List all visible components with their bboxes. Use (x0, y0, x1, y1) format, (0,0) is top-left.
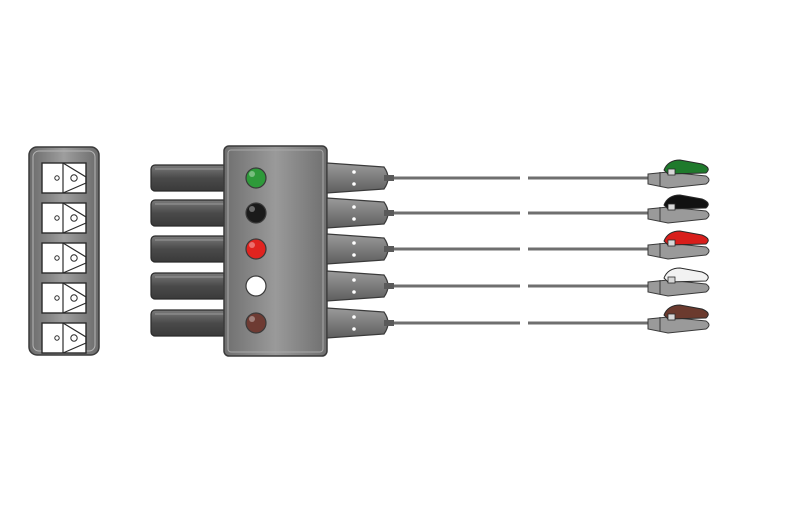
connector-face-pin (41, 322, 87, 354)
strain-relief-boot (326, 233, 394, 265)
color-indicator-red (245, 238, 267, 260)
plug-pin (150, 272, 228, 300)
connector-plug-pins (150, 164, 228, 337)
lead-clip-brown (647, 304, 710, 334)
color-indicator-green (245, 167, 267, 189)
strain-relief-boot (326, 270, 394, 302)
plug-pin (150, 309, 228, 337)
connector-face-pin (41, 242, 87, 274)
plug-pin (150, 164, 228, 192)
lead-clips (647, 159, 710, 334)
connector-face-pin (41, 162, 87, 194)
strain-relief-boot (326, 162, 394, 194)
strain-relief-boot (326, 307, 394, 339)
connector-end-view (28, 146, 100, 356)
yoke-body (223, 145, 328, 357)
color-indicator-black (245, 202, 267, 224)
plug-pin (150, 199, 228, 227)
connector-face-pin (41, 282, 87, 314)
color-indicator-brown (245, 312, 267, 334)
lead-clip-white (647, 267, 710, 297)
lead-clip-green (647, 159, 710, 189)
lead-wires (394, 176, 650, 325)
connector-face-pin (41, 202, 87, 234)
lead-clip-black (647, 194, 710, 224)
lead-clip-red (647, 230, 710, 260)
strain-relief-boots (326, 162, 394, 339)
strain-relief-boot (326, 197, 394, 229)
plug-pin (150, 235, 228, 263)
color-indicator-white (245, 275, 267, 297)
